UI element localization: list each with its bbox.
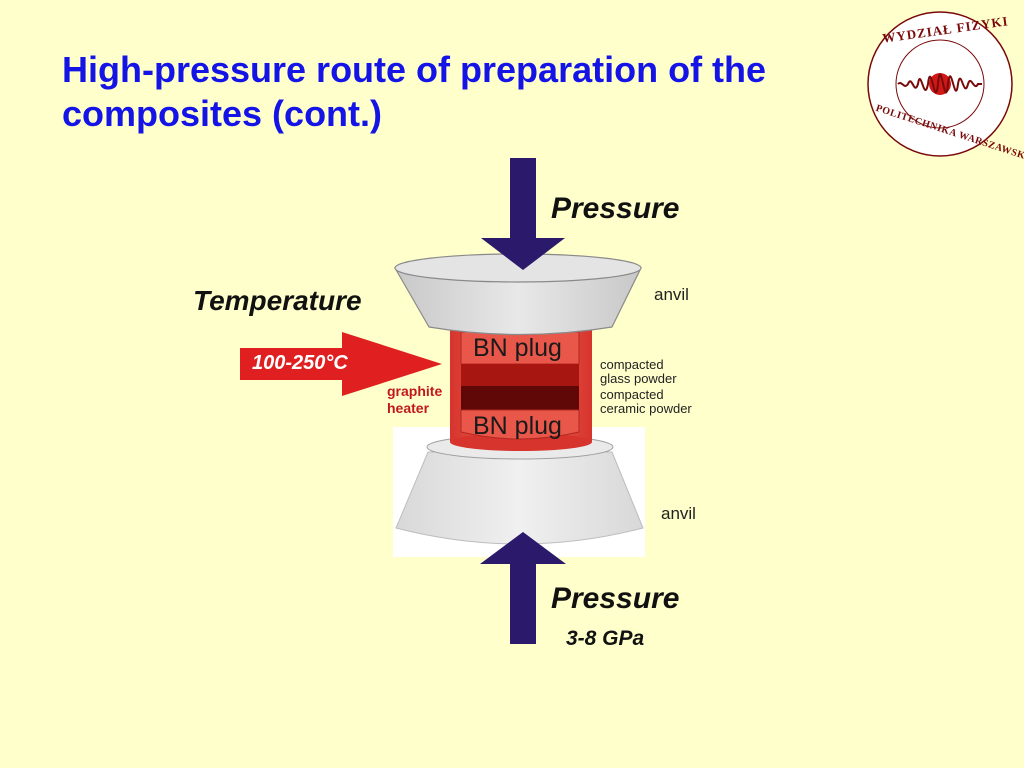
ceramic-powder-line1: compacted: [600, 387, 664, 402]
anvil-bottom-label: anvil: [661, 504, 696, 523]
bn-plug-top-label: BN plug: [473, 334, 562, 362]
graphite-heater-label: graphite heater: [387, 383, 442, 417]
pressure-top-label: Pressure: [551, 192, 680, 225]
ceramic-powder-line2: ceramic powder: [600, 401, 692, 416]
anvil-top-label: anvil: [654, 285, 689, 304]
heater-line2: heater: [387, 400, 430, 416]
glass-powder-line2: glass powder: [600, 371, 677, 386]
slide-title-line1: High-pressure route of preparation of th…: [62, 49, 767, 90]
ceramic-powder-layer: [461, 386, 579, 410]
glass-powder-line1: compacted: [600, 357, 664, 372]
temperature-arrow: [240, 332, 442, 396]
glass-powder-layer: [461, 364, 579, 386]
pressure-arrow-down: [481, 158, 565, 270]
temperature-label: Temperature: [193, 285, 362, 316]
pressure-value-label: 3-8 GPa: [566, 627, 645, 650]
temperature-value-label: 100-250°C: [252, 352, 348, 374]
bn-plug-bottom-label: BN plug: [473, 412, 562, 440]
ceramic-powder-label: compacted ceramic powder: [600, 388, 692, 416]
slide-title: High-pressure route of preparation of th…: [62, 48, 862, 136]
pressure-bottom-label: Pressure: [551, 582, 680, 615]
bn-plug-top-shape: [460, 331, 580, 365]
slide-title-line2: composites (cont.): [62, 93, 383, 134]
top-anvil: [393, 253, 642, 336]
heater-line1: graphite: [387, 383, 443, 399]
sample-cylinder: [450, 330, 592, 451]
pressure-arrow-up: [480, 532, 566, 644]
university-logo: [867, 11, 1013, 157]
glass-powder-label: compacted glass powder: [600, 358, 677, 386]
bottom-anvil: [395, 434, 644, 545]
wave-icon: [897, 73, 982, 94]
